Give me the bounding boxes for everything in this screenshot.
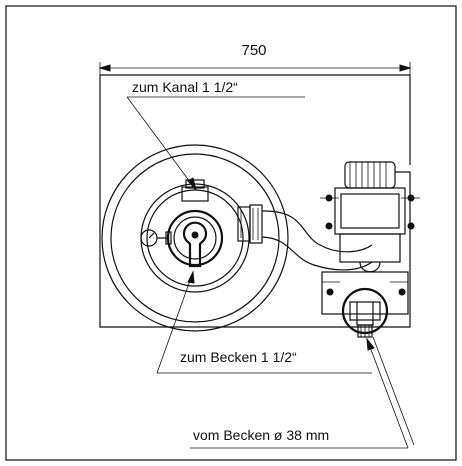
gauge-icon [140, 229, 172, 247]
valve-icon [182, 221, 208, 268]
dimension-width-label: 750 [241, 42, 266, 59]
label-return-to-pool: zum Becken 1 1/2“ [156, 270, 372, 374]
width-dimension: 750 [98, 42, 412, 80]
motor-icon [320, 161, 420, 338]
return-to-pool-text: zum Becken 1 1/2“ [180, 349, 297, 365]
tank-union-fitting [237, 204, 263, 244]
label-outlet-to-channel: zum Kanal 1 1/2“ [126, 79, 305, 191]
filter-tank-icon [101, 144, 289, 332]
outlet-to-channel-text: zum Kanal 1 1/2“ [132, 79, 238, 95]
suction-from-pool-text: vom Becken ø 38 mm [193, 427, 329, 443]
connecting-pipe [261, 210, 373, 271]
outer-frame [5, 5, 457, 461]
label-suction-from-pool: vom Becken ø 38 mm [190, 336, 415, 449]
